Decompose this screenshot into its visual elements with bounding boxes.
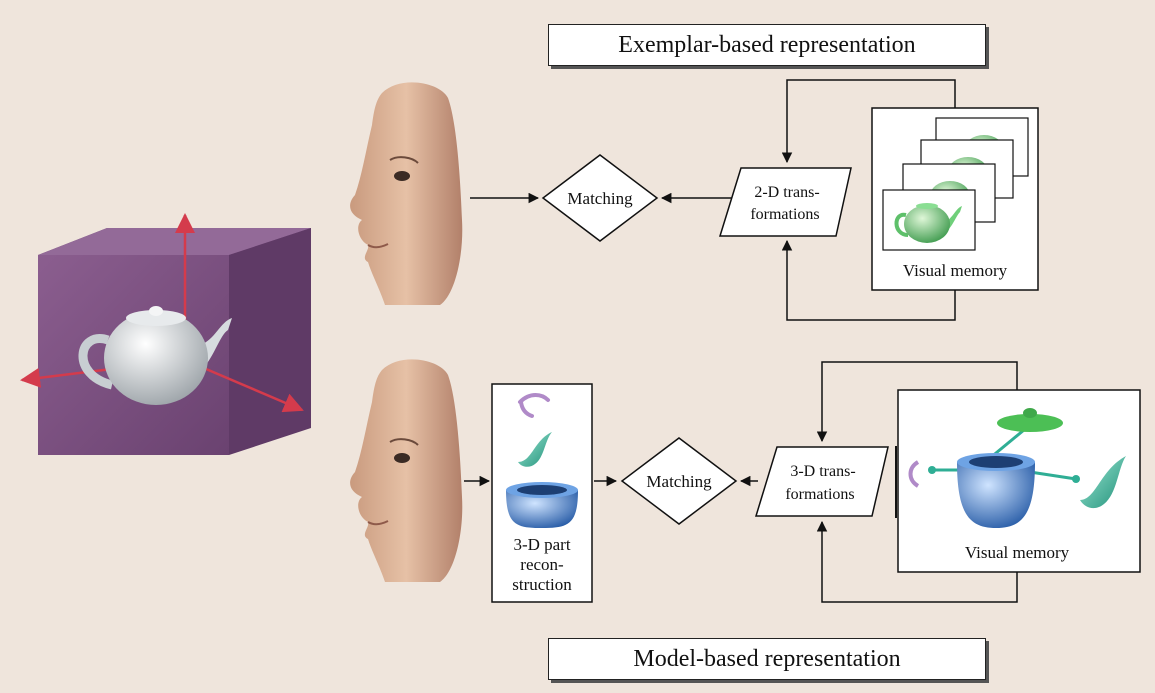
lavender-handle-memory (908, 460, 920, 488)
visual-memory-model: Visual memory (897, 389, 1141, 573)
matching-diamond-bottom: Matching (620, 437, 738, 525)
matching-label-top: Matching (567, 189, 633, 208)
transform-3d-line2: formations (785, 486, 854, 503)
lavender-handle-part (518, 393, 550, 418)
green-teapot-thumbnail (882, 189, 976, 251)
transform-box-2d: 2-D trans- formations (718, 167, 852, 237)
loop-arrow-top-lower (781, 239, 956, 321)
matching-diamond-top: Matching (541, 154, 659, 242)
loop-arrow-bottom-lower (816, 520, 1018, 603)
model-title: Model-based representation (633, 646, 901, 672)
loop-arrow-bottom-upper (816, 361, 1018, 443)
model-title-box: Model-based representation (548, 638, 986, 680)
blue-body-memory (957, 453, 1035, 528)
transform-3d-line1: 3-D trans- (790, 463, 855, 480)
memory-label-model: Visual memory (965, 543, 1070, 562)
memory-label-exemplar: Visual memory (903, 261, 1008, 280)
reconstruction-line3: struction (512, 575, 572, 594)
reconstruction-line1: 3-D part (513, 535, 570, 554)
matching-label-bottom: Matching (646, 472, 712, 491)
exemplar-title: Exemplar-based representation (618, 32, 916, 58)
reconstruction-box: 3-D part recon- struction (491, 383, 593, 603)
exemplar-title-box: Exemplar-based representation (548, 24, 986, 66)
blue-body-part (506, 482, 578, 528)
face-profile-top (350, 82, 463, 305)
white-teapot (78, 306, 232, 405)
transform-2d-line2: formations (750, 206, 819, 223)
green-lid-part (997, 408, 1063, 432)
transform-box-3d: 3-D trans- formations (754, 446, 889, 517)
teal-spout-memory (1080, 456, 1126, 509)
transform-2d-line1: 2-D trans- (754, 184, 819, 201)
visual-memory-exemplar: Visual memory (871, 107, 1039, 291)
teal-spout-part (518, 432, 552, 467)
loop-arrow-top-upper (781, 79, 956, 164)
reconstruction-line2: recon- (520, 555, 564, 574)
face-profile-bottom (350, 359, 463, 582)
cube-with-teapot-illustration (20, 213, 311, 455)
